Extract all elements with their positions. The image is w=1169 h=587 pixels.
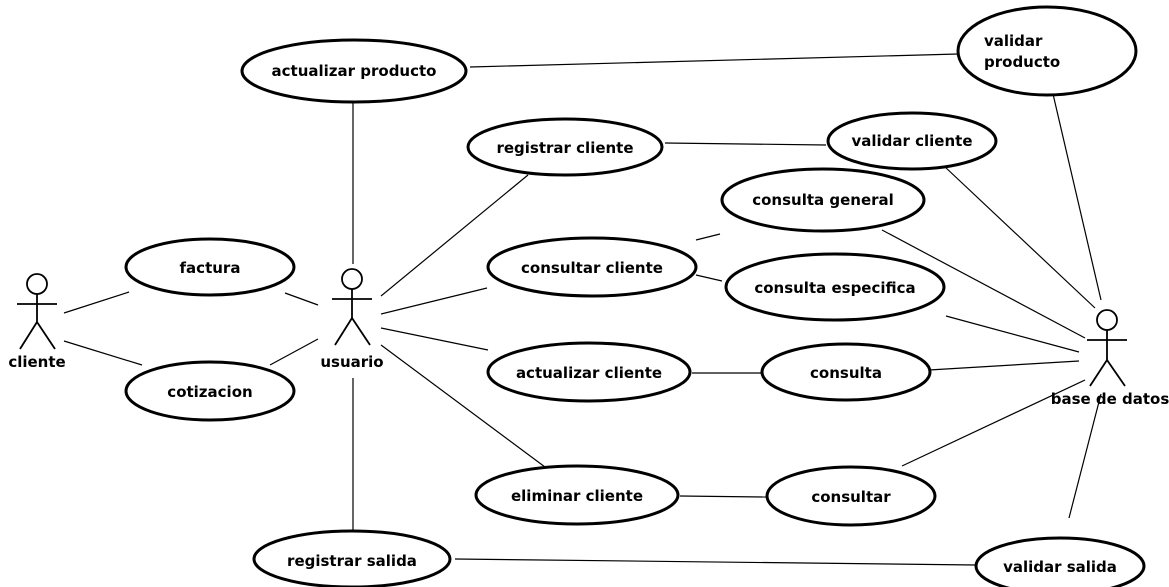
actor-base-de-datos: base de datos	[1051, 309, 1169, 408]
actor-leg-left	[334, 317, 353, 346]
usecase-factura: factura	[124, 237, 296, 297]
link-registrar-salida-validar-salida	[454, 558, 977, 566]
usecase-validar-producto: validar producto	[956, 5, 1138, 97]
usecase-label: consultar cliente	[521, 259, 663, 277]
usecase-label: cotizacion	[167, 383, 252, 401]
link-consulta-bd	[928, 360, 1080, 371]
usecase-label: eliminar cliente	[511, 487, 643, 505]
link-usuario-consultar-cliente	[380, 287, 488, 315]
link-consultar-cliente-consulta-especifica	[695, 274, 723, 282]
link-eliminar-cliente-consultar	[679, 495, 767, 498]
usecase-label: actualizar cliente	[516, 364, 662, 382]
usecase-registrar-cliente: registrar cliente	[466, 117, 664, 177]
link-cliente-factura	[63, 291, 130, 314]
usecase-label: validar cliente	[851, 132, 972, 150]
usecase-consulta-especifica: consulta especifica	[724, 252, 946, 322]
usecase-label: actualizar producto	[272, 62, 437, 80]
actor-usuario-label: usuario	[320, 353, 383, 371]
actor-leg-left	[1089, 359, 1108, 387]
usecase-consulta: consulta	[760, 342, 932, 402]
usecase-actualizar-cliente: actualizar cliente	[486, 341, 692, 403]
usecase-label: factura	[180, 259, 241, 277]
actor-head	[26, 273, 48, 295]
link-usuario-registrar-cliente	[380, 174, 529, 297]
usecase-label-line2: producto	[984, 53, 1060, 71]
link-consultar-cliente-consulta-general	[695, 233, 721, 241]
associations	[63, 53, 1102, 566]
link-consulta-especifica-bd	[945, 315, 1080, 353]
actor-leg-right	[351, 317, 371, 346]
usecase-label: registrar cliente	[496, 139, 633, 157]
usecase-actualizar-producto: actualizar producto	[240, 38, 468, 104]
usecase-label: consultar	[811, 488, 891, 506]
usecase-cotizacion: cotizacion	[124, 360, 296, 422]
usecase-label: registrar salida	[287, 552, 417, 570]
usecase-validar-cliente: validar cliente	[826, 111, 998, 171]
link-consultar-bd	[901, 379, 1086, 467]
actor-base-de-datos-label: base de datos	[1051, 390, 1169, 408]
usecase-consulta-general: consulta general	[720, 167, 926, 233]
actor-cliente-label: cliente	[8, 353, 65, 371]
link-registrar-cliente-validar-cliente	[664, 142, 827, 146]
usecase-label: validar salida	[1003, 558, 1117, 576]
link-usuario-actualizar-cliente	[380, 327, 489, 351]
usecase-label-line1: validar	[984, 32, 1043, 50]
usecase-validar-salida: validar salida	[974, 536, 1146, 587]
link-consulta-general-bd	[881, 229, 1086, 339]
usecase-label: consulta general	[752, 191, 894, 209]
usecase-eliminar-cliente: eliminar cliente	[474, 464, 680, 526]
link-validar-salida-bd	[1068, 393, 1102, 519]
link-usuario-eliminar-cliente	[380, 344, 546, 468]
link-actualizar-producto-validar-producto	[469, 53, 959, 68]
actor-usuario: usuario	[320, 268, 384, 371]
link-factura-usuario	[284, 292, 319, 306]
link-validar-producto-bd	[1052, 93, 1102, 301]
actor-leg-right	[36, 321, 56, 350]
usecase-consultar-cliente: consultar cliente	[486, 236, 698, 298]
link-cotizacion-usuario	[269, 338, 319, 366]
actor-leg-right	[1106, 359, 1126, 387]
actor-cliente: cliente	[8, 273, 66, 371]
actor-head	[1096, 309, 1118, 331]
link-validar-cliente-bd	[943, 165, 1096, 309]
link-cliente-cotizacion	[63, 340, 143, 366]
usecase-label: consulta	[810, 364, 882, 382]
usecase-label: consulta especifica	[754, 279, 915, 297]
usecase-consultar: consultar	[765, 465, 937, 527]
actor-head	[341, 268, 363, 290]
usecase-registrar-salida: registrar salida	[252, 529, 452, 587]
actor-leg-left	[19, 321, 38, 350]
